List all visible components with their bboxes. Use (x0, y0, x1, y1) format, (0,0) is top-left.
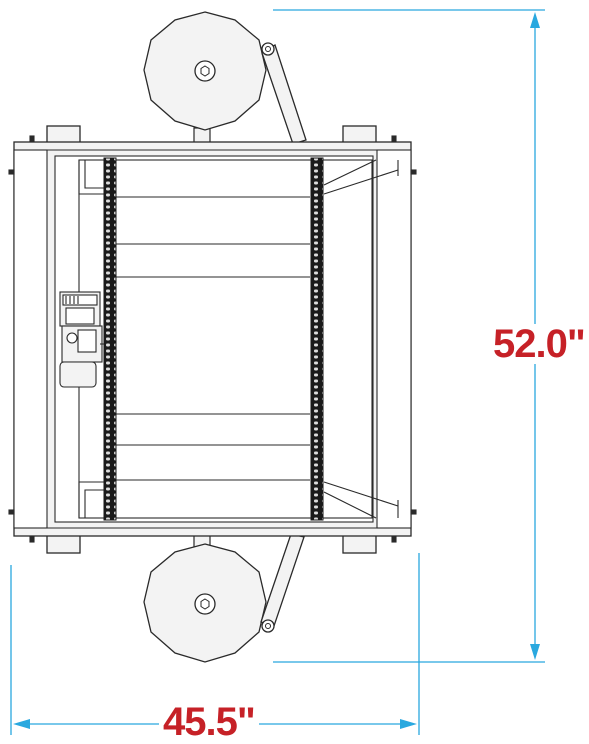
left-side-rail (13, 149, 48, 529)
arrow-icon (530, 12, 540, 28)
conveyor-bed (78, 159, 373, 519)
upper-reel (143, 11, 267, 145)
leg-pad-top-right (342, 125, 377, 145)
upper-reel-hub-nut (200, 65, 210, 77)
upper-tension-arm (261, 42, 307, 145)
width-dimension-label: 45.5" (159, 702, 259, 742)
arrow-icon (400, 719, 417, 729)
lower-reel (143, 533, 267, 663)
lower-reel-hub-nut (200, 598, 210, 610)
lower-arm-pivot (261, 619, 275, 633)
arrow-icon (13, 719, 30, 729)
right-side-rail (376, 149, 412, 529)
lower-arm-bar (260, 533, 305, 627)
lower-tension-arm (260, 533, 305, 633)
motor-base (59, 361, 97, 388)
leg-pad-top-left (46, 125, 81, 145)
leg-pad-bottom-left (46, 533, 81, 554)
drive-motor (59, 291, 104, 388)
upper-arm-bar (261, 44, 307, 145)
right-chain (310, 157, 324, 521)
height-dimension-label: 52.0" (493, 322, 586, 366)
leg-pad-bottom-right (342, 533, 377, 554)
upper-arm-pivot (261, 42, 275, 56)
left-chain (103, 157, 117, 521)
arrow-icon (530, 644, 540, 660)
